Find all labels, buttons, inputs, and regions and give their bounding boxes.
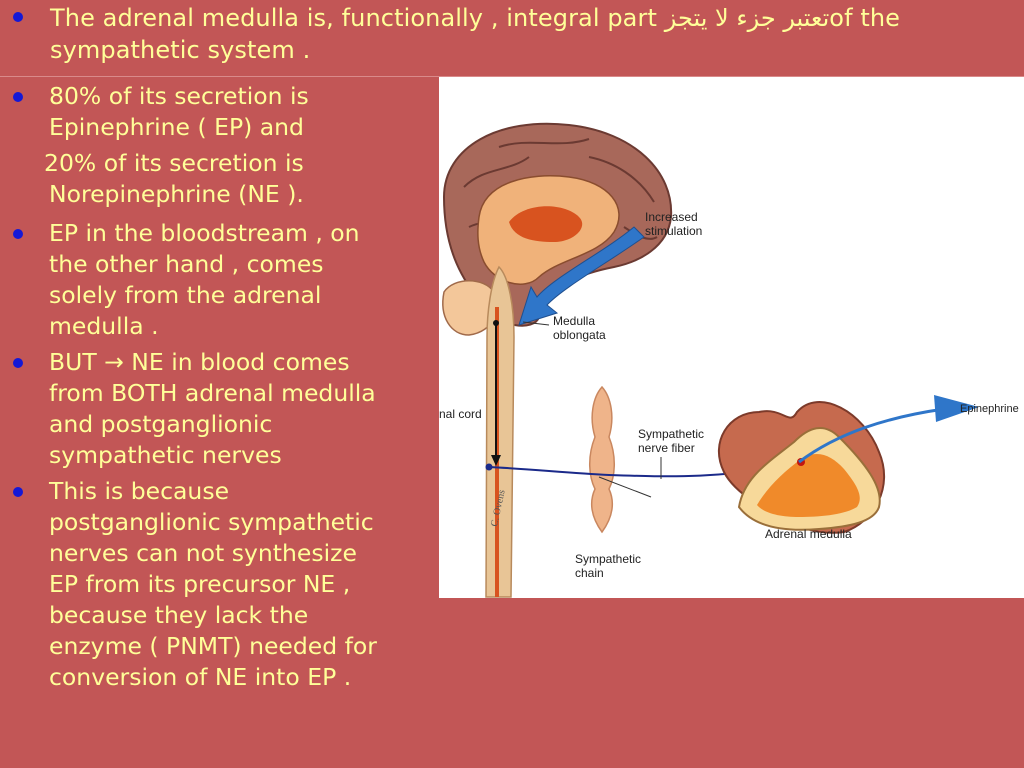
nerve-origin <box>485 463 493 471</box>
bullet-dot <box>13 92 23 102</box>
label-epinephrine: Epinephrine <box>960 403 1019 415</box>
line: EP from its precursor NE , <box>49 570 351 598</box>
line: Sympathetic <box>575 552 642 566</box>
chain-leader <box>598 476 652 498</box>
label-spinal-cord: nal cord <box>439 407 482 421</box>
line: stimulation <box>645 224 703 238</box>
label-increased-stimulation: Increased stimulation <box>645 210 702 238</box>
brain-folds <box>463 138 658 240</box>
line: conversion of NE into EP . <box>49 663 352 691</box>
left-column <box>0 77 439 768</box>
line: oblongata <box>553 328 606 342</box>
header-text-after: of the <box>829 4 901 32</box>
line: sympathetic nerves <box>49 441 282 469</box>
line: 80% of its secretion is <box>49 82 309 110</box>
header: The adrenal medulla is, functionally , i… <box>0 0 1024 76</box>
line: BUT → NE in blood comes <box>49 348 350 376</box>
spinal-cord <box>485 265 515 598</box>
line: enzyme ( PNMT) needed for <box>49 632 377 660</box>
bullet-1-text: 80% of its secretion is Epinephrine ( EP… <box>49 81 309 143</box>
descending-arrowhead <box>491 455 501 466</box>
line: postganglionic sympathetic <box>49 508 374 536</box>
anatomy-illustration: C. Ovens <box>442 122 979 598</box>
medulla-point <box>493 320 499 326</box>
line: nerve fiber <box>638 441 695 455</box>
header-divider <box>0 76 1024 77</box>
label-sympathetic-chain: Sympathetic chain <box>575 552 641 580</box>
anatomy-figure: C. Ovens Increased stimulation Medulla o… <box>439 77 1024 768</box>
header-text: The adrenal medulla is, functionally , i… <box>50 2 1010 66</box>
line: Increased <box>645 210 698 224</box>
adrenal-medulla <box>757 454 860 517</box>
line: nerves can not synthesize <box>49 539 357 567</box>
bullet-5-text: This is because postganglionic sympathet… <box>49 476 377 693</box>
medulla-leader <box>522 321 550 326</box>
line: because they lack the <box>49 601 309 629</box>
bullet-4-text: BUT → NE in blood comes from BOTH adrena… <box>49 347 376 471</box>
bullet-dot <box>13 12 23 22</box>
epinephrine-arrow-line <box>798 407 945 464</box>
line: Medulla <box>553 314 596 328</box>
bullet-dot <box>13 358 23 368</box>
label-adrenal-medulla: Adrenal medulla <box>765 527 852 541</box>
line: Sympathetic <box>638 427 705 441</box>
figure-bottom-bg <box>439 598 1024 768</box>
line: chain <box>575 566 604 580</box>
header-line-1: The adrenal medulla is, functionally , i… <box>50 2 1010 34</box>
bullet-dot <box>13 229 23 239</box>
line: EP in the bloodstream , on <box>49 219 360 247</box>
line: medulla . <box>49 312 159 340</box>
stimulation-arrow <box>518 226 645 326</box>
header-text-before: The adrenal medulla is, functionally , i… <box>50 4 657 32</box>
epinephrine-arrowhead <box>934 395 979 422</box>
label-medulla-oblongata: Medulla oblongata <box>553 314 606 342</box>
bullet-dot <box>13 487 23 497</box>
line: Norepinephrine (NE ). <box>49 180 304 208</box>
header-text-arabic: تعتبر جزء لا يتجز <box>664 4 830 32</box>
line: Epinephrine ( EP) and <box>49 113 304 141</box>
label-nerve-fiber: Sympathetic nerve fiber <box>638 427 704 455</box>
line: 20% of its secretion is <box>44 149 304 177</box>
paragraph-2-text: 20% of its secretion is Norepinephrine (… <box>44 148 304 210</box>
line: This is because <box>49 477 230 505</box>
line: and postganglionic <box>49 410 273 438</box>
brain-core <box>509 206 583 242</box>
header-line-2: sympathetic system . <box>50 36 311 64</box>
line: solely from the adrenal <box>49 281 322 309</box>
line: from BOTH adrenal medulla <box>49 379 376 407</box>
line: the other hand , comes <box>49 250 324 278</box>
sympathetic-chain <box>589 385 615 534</box>
bullet-3-text: EP in the bloodstream , on the other han… <box>49 218 360 342</box>
